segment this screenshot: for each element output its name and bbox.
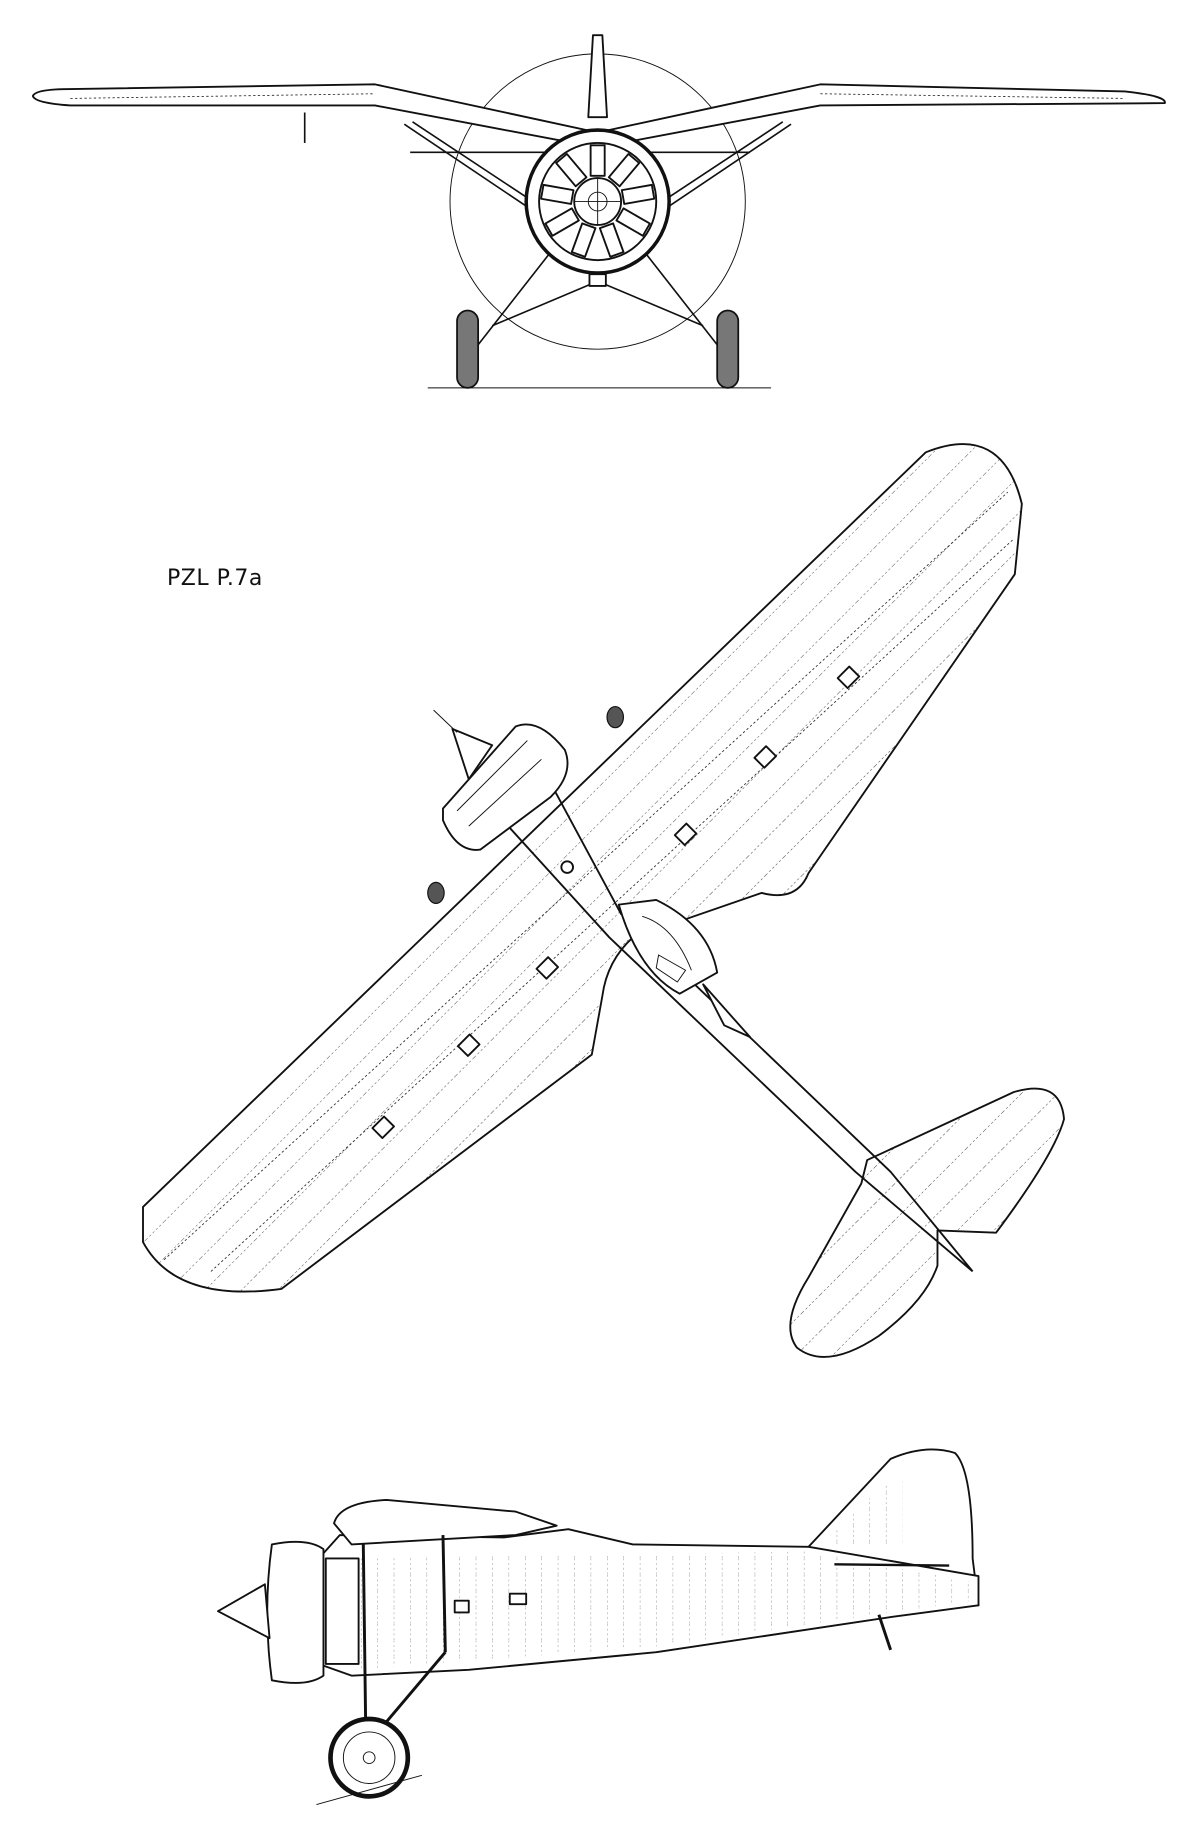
front-view bbox=[31, 34, 1166, 389]
top-view bbox=[142, 443, 1065, 1358]
side-engine-cowling bbox=[266, 1540, 325, 1684]
cockpit bbox=[617, 899, 719, 995]
top-fuselage bbox=[491, 761, 974, 1273]
cylinder-head bbox=[598, 222, 625, 258]
cylinder-head bbox=[607, 153, 641, 188]
cylinder-head bbox=[570, 222, 597, 258]
side-view bbox=[217, 1448, 980, 1806]
cylinder-head bbox=[589, 144, 606, 177]
top-engine bbox=[427, 706, 625, 905]
engine-cylinders bbox=[540, 144, 656, 258]
side-wing bbox=[333, 1498, 558, 1546]
right-wheel bbox=[716, 309, 740, 389]
aircraft-label: PZL P.7a bbox=[167, 566, 263, 591]
cylinder-head bbox=[544, 207, 580, 237]
side-landing-gear bbox=[361, 1535, 892, 1730]
cylinder-head bbox=[620, 183, 656, 205]
front-wing bbox=[31, 83, 1166, 147]
top-spinner bbox=[451, 727, 494, 781]
cylinder-head bbox=[555, 153, 588, 188]
front-fin bbox=[587, 34, 608, 119]
side-ground-line bbox=[316, 1774, 423, 1806]
side-wheel bbox=[328, 1716, 411, 1799]
cylinder-head bbox=[615, 207, 651, 237]
cylinder-head bbox=[540, 183, 575, 205]
side-spinner bbox=[217, 1583, 271, 1640]
left-wheel bbox=[456, 309, 480, 389]
inspection-panels bbox=[371, 665, 861, 1139]
